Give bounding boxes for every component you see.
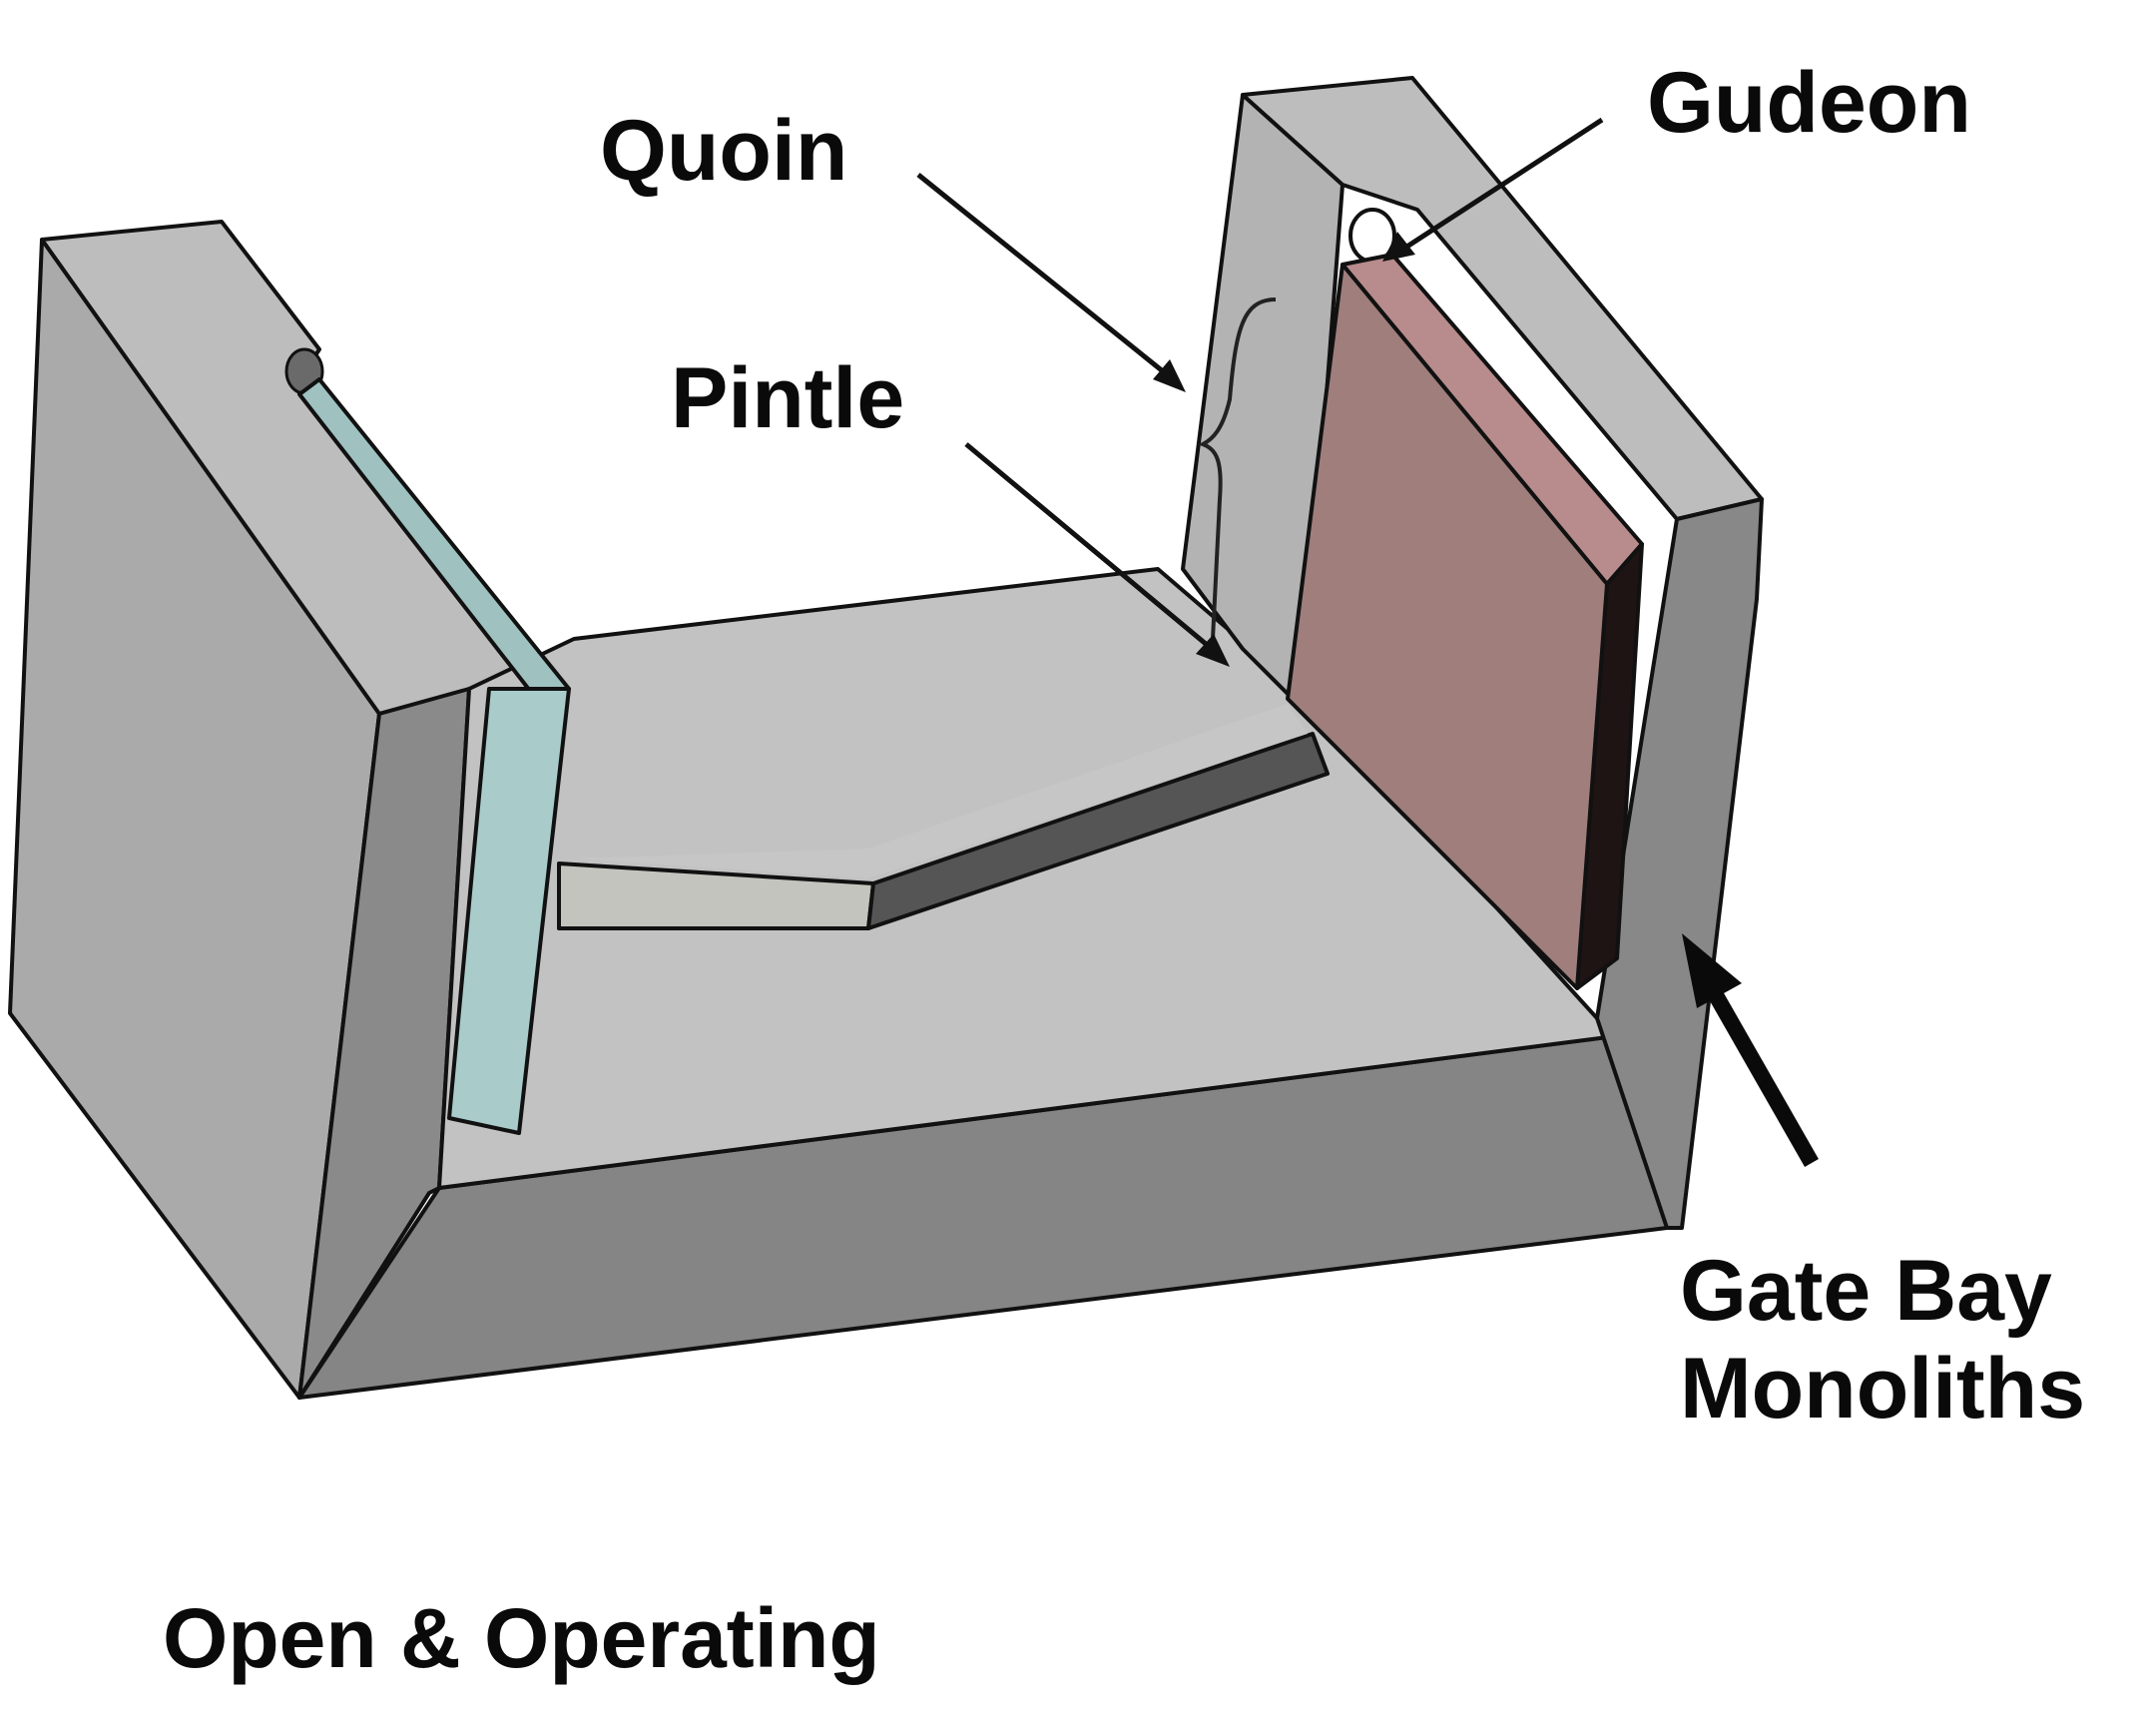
gudeon-leader-line bbox=[1400, 117, 1604, 253]
label-gate-bay-line2: Monoliths bbox=[1680, 1341, 2085, 1437]
right-monolith-outer-face bbox=[1595, 497, 1764, 1230]
label-quoin: Quoin bbox=[600, 103, 847, 199]
label-gudeon: Gudeon bbox=[1647, 55, 1971, 151]
pintle-arrowhead bbox=[1196, 634, 1230, 667]
right-gate-leaf bbox=[1286, 253, 1644, 990]
pintle-leader-line bbox=[964, 442, 1220, 656]
quoin-leader-line bbox=[916, 173, 1175, 381]
left-gate-leaf-face bbox=[447, 687, 571, 1135]
label-pintle: Pintle bbox=[671, 350, 904, 446]
sill-right-dark bbox=[866, 732, 1330, 930]
left-gate-leaf bbox=[297, 377, 571, 1135]
quoin-bracket bbox=[1198, 297, 1277, 640]
left-monolith-inner-face bbox=[297, 687, 471, 1400]
left-monolith bbox=[8, 220, 536, 1400]
label-gate-bay-line1: Gate Bay bbox=[1680, 1243, 2052, 1339]
right-monolith bbox=[1181, 76, 1764, 1230]
gate-bay-arrowhead bbox=[1682, 933, 1742, 1008]
caption-open-operating: Open & Operating bbox=[163, 1591, 880, 1685]
gudeon-arrowhead bbox=[1382, 232, 1415, 262]
gate-bay-leader-line bbox=[1705, 984, 1819, 1167]
leader-lines bbox=[916, 117, 1819, 1167]
sill-top-surface bbox=[574, 704, 1308, 878]
miter-sill bbox=[557, 704, 1330, 930]
right-gate-leaf-face bbox=[1286, 263, 1609, 990]
quoin-arrowhead bbox=[1153, 359, 1186, 392]
